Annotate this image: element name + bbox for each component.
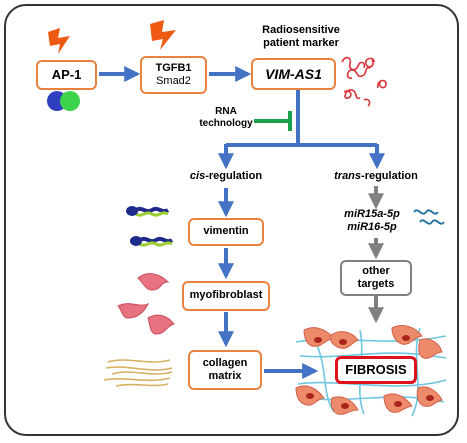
- collagen-matrix-box: collagen matrix: [188, 350, 262, 390]
- inhibitor-arrow: [254, 111, 292, 131]
- rna-squiggle-icon: [341, 56, 387, 107]
- rna-technology-label: RNA technology: [199, 106, 253, 129]
- smad2-label: Smad2: [156, 75, 191, 87]
- myofibroblast-box: myofibroblast: [182, 281, 270, 311]
- mirna-labels: miR15a-5p miR16-5p: [330, 208, 414, 234]
- vim-as1-box: VIM-AS1: [251, 58, 336, 90]
- fibrosis-label: FIBROSIS: [345, 362, 407, 378]
- branch-connector: [218, 90, 385, 170]
- fibrotic-tissue-icon: [295, 325, 447, 417]
- helix-protein-icon: [126, 206, 174, 247]
- fibroblast-cell-icon: [117, 273, 175, 335]
- lightning-bolt-icon: [48, 28, 70, 54]
- lightning-bolt-icon: [150, 20, 176, 50]
- targets-label: targets: [357, 278, 395, 290]
- other-label: other: [362, 264, 390, 277]
- microrna-wave-icon: [413, 209, 445, 225]
- vimentin-box: vimentin: [188, 218, 264, 246]
- dimer-circles-icon: [47, 91, 80, 111]
- mir15a-label: miR15a-5p: [344, 208, 400, 220]
- ap1-box: AP-1: [36, 60, 97, 90]
- fibrosis-box: FIBROSIS: [335, 356, 417, 384]
- ap1-label: AP-1: [51, 67, 82, 83]
- radiosensitive-marker-label: Radiosensitive patient marker: [262, 24, 340, 50]
- cis-regulation-label: cis-regulation: [189, 170, 263, 182]
- other-targets-box: other targets: [340, 260, 412, 296]
- collagen-label: collagen: [202, 356, 248, 369]
- myofibroblast-label: myofibroblast: [189, 289, 263, 302]
- tgfb1-box: TGFB1 Smad2: [140, 56, 207, 94]
- tgfb1-label: TGFB1: [155, 61, 192, 74]
- vim-as1-label: VIM-AS1: [265, 65, 322, 82]
- vimentin-label: vimentin: [203, 225, 249, 238]
- collagen-fiber-icon: [103, 359, 173, 387]
- trans-regulation-label: trans-regulation: [334, 170, 418, 182]
- matrix-label: matrix: [208, 370, 242, 382]
- mir16-label: miR16-5p: [347, 221, 397, 234]
